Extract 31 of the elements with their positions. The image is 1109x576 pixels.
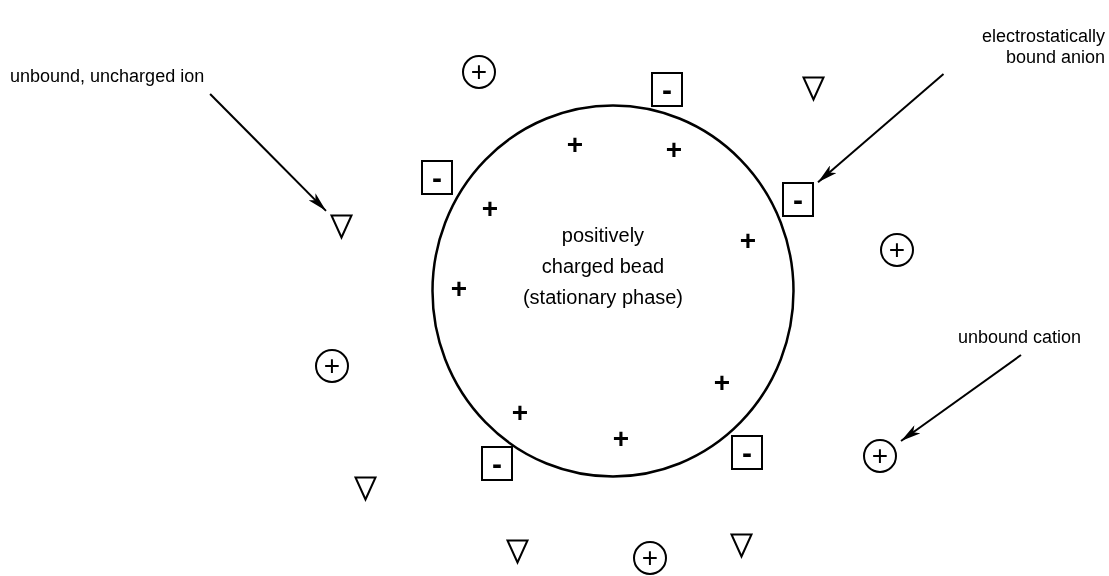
arrow [817,73,945,184]
bead-circle [431,104,795,478]
triangle-icon [802,76,825,101]
plus-sign: + [713,369,731,397]
plus-sign: + [511,399,529,427]
plus-sign: + [481,195,499,223]
plus-sign: + [450,275,468,303]
arrow [900,354,1022,442]
cation-symbol: + [863,439,897,473]
anion-symbol: - [481,446,513,481]
callout-text: unbound, uncharged ion [10,66,300,88]
triangle-icon [506,539,529,564]
triangle-icon [730,533,753,558]
plus-sign: + [566,131,584,159]
callout-text: electrostatically bound anion [935,26,1105,68]
anion-symbol: - [651,72,683,107]
plus-sign: + [739,227,757,255]
callout-text: unbound cation [958,327,1108,349]
bead-label: positively charged bead (stationary phase) [521,223,685,310]
cation-symbol: + [315,349,349,383]
plus-sign: + [665,136,683,164]
anion-symbol: - [421,160,453,195]
arrow [209,93,327,212]
anion-symbol: - [731,435,763,470]
cation-symbol: + [462,55,496,89]
triangle-icon [330,214,353,239]
triangle-icon [354,476,377,501]
plus-sign: + [612,425,630,453]
cation-symbol: + [633,541,667,575]
cation-symbol: + [880,233,914,267]
anion-symbol: - [782,182,814,217]
